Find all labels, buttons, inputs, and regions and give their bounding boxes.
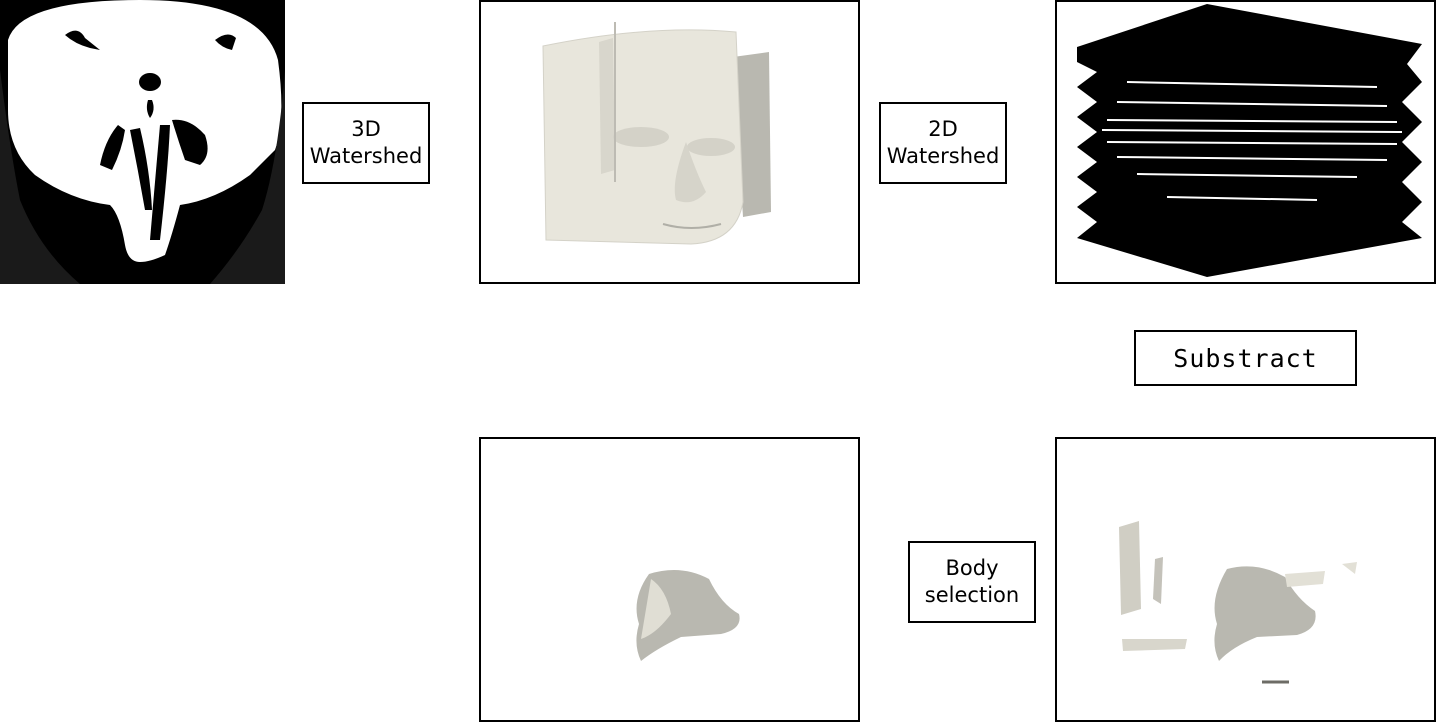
step-3d-watershed-line2: Watershed [309,144,423,168]
step-2d-watershed-line2: Watershed [886,144,1000,168]
step-body-selection: Body selection [908,541,1036,623]
step-2d-watershed-line1: 2D [928,117,958,141]
face-render-panel [479,0,860,284]
step-substract: Substract [1134,330,1357,386]
selected-body-panel [479,437,860,722]
ct-slice-image [0,0,285,284]
step-substract-label: Substract [1173,343,1318,373]
face-render-image [542,22,771,245]
selected-body-image [636,570,740,661]
step-3d-watershed-line1: 3D [351,117,381,141]
slice-stack-panel [1055,0,1436,284]
step-body-selection-line1: Body [945,556,999,580]
step-body-selection-line2: selection [924,583,1020,607]
subtraction-result-image [1119,521,1357,684]
step-2d-watershed: 2D Watershed [879,102,1007,184]
subtraction-result-panel [1055,437,1436,722]
slice-stack-image [1077,4,1422,277]
step-3d-watershed: 3D Watershed [302,102,430,184]
